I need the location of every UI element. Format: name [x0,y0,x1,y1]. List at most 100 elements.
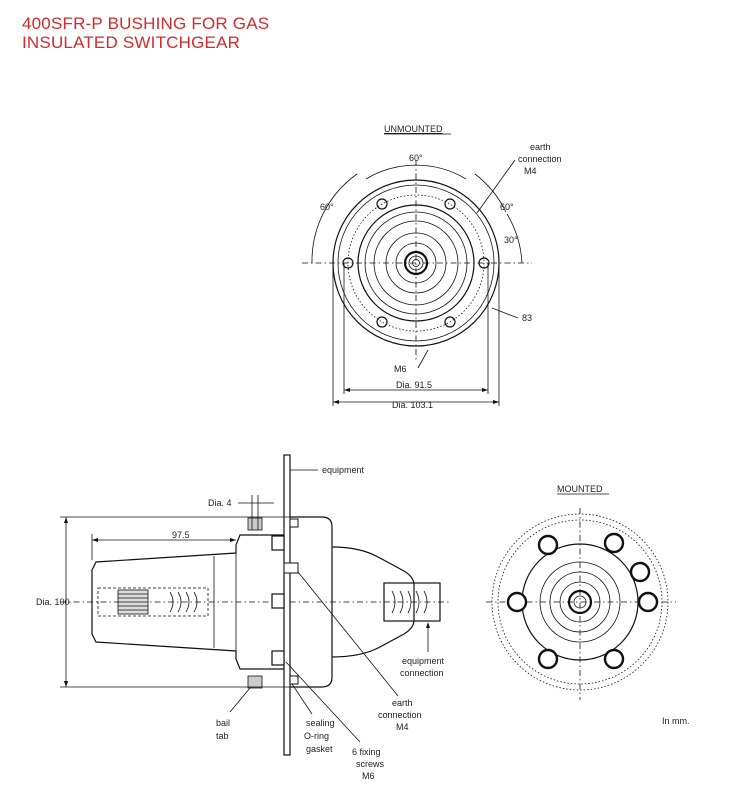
seal-label-3: gasket [306,744,333,754]
seal-label-1: sealing [306,718,335,728]
page-title: 400SFR-P BUSHING FOR GAS INSULATED SWITC… [22,14,269,52]
equip-conn-label-1: equipment [402,656,445,666]
equip-conn-label-2: connection [400,668,444,678]
dia100-label: Dia. 100 [36,597,70,607]
bolt-icon [603,648,625,670]
angle-label-right-small: 30° [504,235,518,245]
m6-leader [417,349,429,369]
bolt-icon [289,675,299,685]
bolt-circle [347,194,485,332]
angle-arc-top [365,164,467,180]
unmounted-view: UNMOUNTED 60° 60° 60° [302,124,562,410]
mounted-heading: MOUNTED [557,484,603,494]
unmounted-heading: UNMOUNTED [384,124,443,134]
mounted-terminal-outer [567,589,593,615]
flange-ring-5 [373,220,459,306]
bolt-icon [603,532,625,554]
flange-ring-3 [357,204,475,322]
angle-label-top: 60° [409,153,423,163]
screws-label-2: screws [356,759,385,769]
mounted-view: MOUNTED In mm. [486,484,690,726]
title-line-1: 400SFR-P BUSHING FOR GAS [22,14,270,33]
thread-hatch [118,593,148,611]
angle-arc-left [311,173,358,264]
bolt-icon [537,648,559,670]
bolt-hole-icon [444,316,456,328]
bolt-hole-icon [444,198,456,210]
screws-label-3: M6 [362,771,375,781]
dim-103-1-label: Dia. 103.1 [392,400,433,410]
mounted-bolts [506,532,659,670]
bail-leader [229,687,251,713]
left-conductor-body [91,534,284,670]
earth-label-3: M4 [524,166,537,176]
center-terminal-mid [408,255,424,271]
mounted-terminal-inner [573,595,587,609]
bail-label-2: tab [216,731,229,741]
earth-conn-label-2: connection [378,710,422,720]
title-line-2: INSULATED SWITCHGEAR [22,33,241,52]
bail-label-1: bail [216,718,230,728]
bolt-hole-icon [376,316,388,328]
side-view: equipment equipment connection [36,454,450,781]
flange-ring-7 [395,242,437,284]
angle-arc-right-small [506,213,523,264]
inner-conductor [97,587,209,617]
bolt-holes [342,198,490,328]
dia4-label: Dia. 4 [208,498,232,508]
bolt-icon [629,561,651,583]
bolt-icon [506,591,528,613]
dim-83-label: 83 [522,313,532,323]
angle-label-right: 60° [500,202,514,212]
dim97-label: 97.5 [172,530,190,540]
center-terminal-outer [403,250,429,276]
bail-tab-top [247,517,263,531]
center-terminal-core [412,259,420,267]
mounted-outer-dotted-2 [497,519,663,685]
flange-ring-6 [385,232,447,294]
dim-91-5-label: Dia. 91.5 [396,380,432,390]
equipment-label: equipment [322,465,365,475]
flange-ring-2 [337,184,495,342]
bolt-icon [271,535,285,551]
mounting-plate [283,454,291,756]
terminal-threads [391,590,428,614]
m6-label: M6 [394,364,407,374]
right-cone [331,546,415,658]
bolt-hole-icon [342,257,354,269]
dim-83-leader [491,307,519,319]
seal-leader [291,683,313,715]
earth-leader [476,159,516,214]
equip-conn-arrow [426,622,430,628]
bail-tab-bottom [247,675,263,689]
earth-screw-icon [283,562,299,574]
mounted-flange [521,543,639,661]
mounted-ring-2 [549,571,611,633]
bolt-icon [537,534,559,556]
mounted-ring-1 [539,561,621,643]
screws-label-1: 6 fixing [352,747,381,757]
bolt-hole-icon [376,198,388,210]
bolt-icon [637,591,659,613]
screws-leader [285,661,361,743]
mounted-outer-dotted-1 [491,513,669,691]
earth-conn-label-1: earth [392,698,413,708]
bolt-icon [271,593,285,609]
fixing-bolts [271,518,299,685]
seal-label-2: O-ring [304,731,329,741]
bolt-icon [271,650,285,666]
inner-thread-bumps [169,591,198,613]
side-flange [290,516,333,688]
earth-label-2: connection [518,154,562,164]
mounted-ring-3 [559,581,601,623]
earth-conn-leader [297,571,399,697]
bolt-icon [289,518,299,528]
flange-ring-4 [364,211,468,315]
bolt-hole-icon [478,257,490,269]
earth-conn-label-3: M4 [396,722,409,732]
angle-label-left: 60° [320,202,334,212]
units-note: In mm. [662,716,690,726]
dim-arrowheads [333,388,499,404]
earth-label-1: earth [530,142,551,152]
